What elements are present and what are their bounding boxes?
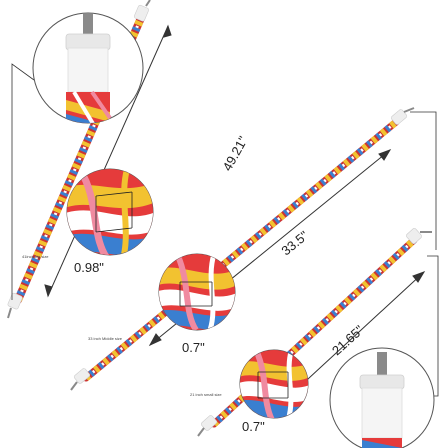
diameter-label-large: 0.98" (74, 260, 104, 275)
zoom-bubble-top (32, 12, 144, 124)
size-caption-small: 21 inch small size (190, 392, 222, 397)
callout-lines (11, 63, 439, 397)
length-label-medium: 33.5" (278, 228, 311, 259)
diameter-label-medium: 0.7" (182, 340, 205, 355)
rope-zoom-medium (158, 253, 236, 331)
length-label-large: 49.21" (220, 133, 251, 173)
zoom-bubble-bottom (329, 347, 435, 448)
rope-zoom-small (239, 349, 309, 419)
perch-medium (70, 107, 415, 391)
diameter-label-small: 0.7" (242, 419, 265, 434)
rope-zoom-large (66, 168, 154, 256)
size-caption-medium: 33 inch Middle size (88, 336, 123, 341)
size-caption-large: 41inch big size (22, 254, 49, 259)
